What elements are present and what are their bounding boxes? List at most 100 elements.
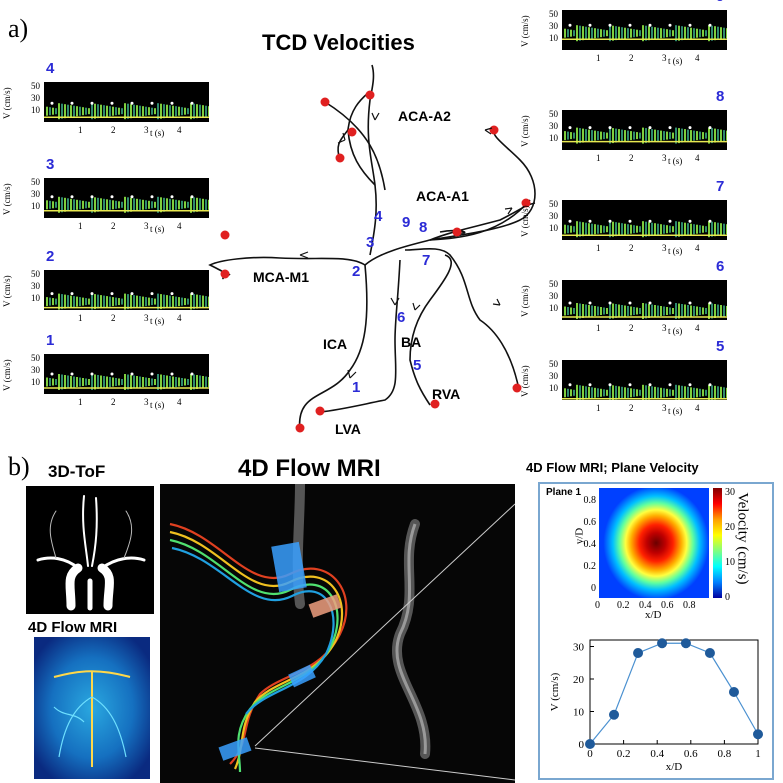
plot-frame	[589, 639, 759, 745]
marker-8: 8	[419, 219, 428, 236]
label-lva: LVA	[335, 421, 361, 437]
tcd-ytick: 50	[31, 269, 40, 279]
tcd-ytick: 30	[549, 291, 558, 301]
tcd-panel-number: 5	[716, 338, 725, 355]
tcd-xtick: 3	[662, 153, 667, 163]
tcd-ytick: 30	[549, 121, 558, 131]
tcd-spectrogram	[562, 10, 727, 50]
tcd-xtick: 4	[177, 397, 182, 407]
tcd-ytick: 50	[549, 359, 558, 369]
x-tick-label: 0.2	[617, 748, 631, 760]
heatmap-ytick: 0.6	[583, 517, 597, 528]
tcd-xtick: 2	[111, 313, 116, 323]
tcd-spectrogram	[562, 360, 727, 400]
label-aca-a1: ACA-A1	[416, 188, 469, 204]
colorbar-tick: 30	[725, 487, 735, 498]
tcd-xtick: 4	[695, 403, 700, 413]
y-tick-label: 0	[579, 739, 585, 751]
tcd-xtick: 3	[144, 125, 149, 135]
tcd-xtick: 3	[662, 243, 667, 253]
y-tick-label: 30	[573, 642, 585, 654]
tcd-xtick: 2	[111, 221, 116, 231]
data-point	[585, 739, 595, 749]
plane-velocity-title: 4D Flow MRI; Plane Velocity	[526, 460, 699, 475]
tcd-spectrogram	[562, 110, 727, 150]
tcd-xtick: 1	[596, 153, 601, 163]
tcd-title: TCD Velocities	[262, 30, 415, 55]
tof-image	[26, 486, 154, 614]
vessel-network	[208, 64, 536, 433]
tcd-ytick: 10	[549, 303, 558, 313]
flow-small-image	[34, 637, 150, 779]
tcd-xlabel: t (s)	[150, 400, 165, 410]
tcd-xtick: 1	[596, 53, 601, 63]
heatmap-xtick: 0.2	[617, 600, 630, 611]
tcd-xtick: 1	[78, 125, 83, 135]
label-rva: RVA	[432, 386, 461, 402]
tcd-xlabel: t (s)	[150, 316, 165, 326]
data-point	[633, 648, 644, 658]
label-ba: BA	[401, 334, 422, 350]
tcd-ytick: 10	[31, 201, 40, 211]
tcd-xtick: 3	[662, 53, 667, 63]
tcd-ytick: 10	[31, 105, 40, 115]
tcd-ytick: 30	[31, 365, 40, 375]
plane-velocity-box	[538, 482, 774, 780]
tcd-xlabel: t (s)	[668, 246, 683, 256]
tcd-xtick: 3	[662, 403, 667, 413]
heatmap-ytick: 0.2	[583, 561, 597, 572]
tcd-xtick: 4	[695, 243, 700, 253]
tcd-ylabel: V (cm/s)	[520, 115, 530, 147]
tcd-ylabel: V (cm/s)	[520, 285, 530, 317]
part-a-label: a)	[8, 14, 29, 43]
tcd-ylabel: V (cm/s)	[2, 275, 12, 307]
tcd-xtick: 1	[78, 313, 83, 323]
x-tick-label: 0.8	[718, 748, 732, 760]
tcd-xlabel: t (s)	[150, 128, 165, 138]
tcd-ytick: 50	[549, 199, 558, 209]
colorbar-tick: 20	[725, 522, 735, 533]
heatmap-xtick: 0.8	[683, 600, 696, 611]
tcd-ytick: 10	[31, 377, 40, 387]
data-point	[753, 729, 763, 740]
plane-name: Plane 1	[546, 487, 582, 498]
tcd-spectrogram	[562, 280, 727, 320]
tcd-ytick: 50	[31, 177, 40, 187]
tcd-xtick: 2	[629, 153, 634, 163]
x-tick-label: 0	[587, 748, 593, 760]
tcd-ylabel: V (cm/s)	[2, 87, 12, 119]
part-b-label: b)	[8, 452, 30, 481]
heatmap-ytick: 0.8	[583, 495, 597, 506]
flow-big-title: 4D Flow MRI	[238, 455, 381, 482]
tcd-xtick: 2	[629, 243, 634, 253]
colorbar-tick: 0	[725, 592, 730, 603]
tcd-xtick: 3	[144, 313, 149, 323]
tcd-ylabel: V (cm/s)	[2, 359, 12, 391]
marker-9: 9	[402, 214, 411, 231]
tcd-spectrogram	[44, 354, 209, 394]
tcd-ytick: 50	[31, 81, 40, 91]
tcd-xlabel: t (s)	[668, 156, 683, 166]
colorbar	[713, 488, 722, 598]
velocity-heatmap	[599, 488, 709, 598]
x-tick-label: 0.6	[684, 748, 698, 760]
heatmap-xlabel: x/D	[645, 609, 662, 621]
tcd-xtick: 1	[78, 397, 83, 407]
tcd-xtick: 3	[144, 397, 149, 407]
tcd-panel-number: 8	[716, 88, 725, 105]
tcd-spectrogram	[44, 82, 209, 122]
y-axis-label: V (cm/s)	[549, 672, 561, 711]
tcd-xtick: 1	[596, 323, 601, 333]
marker-7: 7	[422, 252, 431, 269]
heatmap-xtick: 0.6	[661, 600, 674, 611]
tcd-ytick: 30	[549, 371, 558, 381]
tcd-ytick: 50	[549, 109, 558, 119]
heatmap-xtick: 0.4	[639, 600, 652, 611]
